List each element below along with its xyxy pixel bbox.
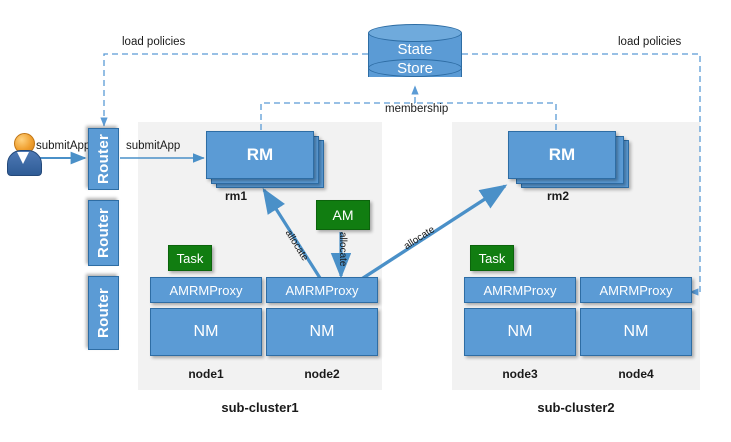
- node2-nm-box[interactable]: NM: [266, 308, 378, 356]
- node1-proxy-box[interactable]: AMRMProxy: [150, 277, 262, 303]
- state-store-line1: State: [397, 41, 433, 58]
- node2-proxy-box[interactable]: AMRMProxy: [266, 277, 378, 303]
- node4-proxy-box[interactable]: AMRMProxy: [580, 277, 692, 303]
- node4-nm-label: NM: [623, 323, 649, 340]
- node2-caption: node2: [304, 367, 340, 381]
- router-label-3: Router: [95, 287, 112, 339]
- rm2-label: RM: [548, 145, 576, 164]
- router-box-2[interactable]: Router: [88, 200, 119, 266]
- node3-task-box[interactable]: Task: [470, 245, 514, 271]
- router-label-2: Router: [95, 207, 112, 259]
- sub-cluster2-label: sub-cluster2: [537, 400, 615, 415]
- rm1-box[interactable]: RM: [206, 131, 314, 179]
- node3-caption: node3: [502, 367, 538, 381]
- node3-nm-label: NM: [507, 323, 533, 340]
- router-label-1: Router: [95, 133, 112, 185]
- node4-caption: node4: [618, 367, 654, 381]
- am-label: AM: [332, 207, 354, 223]
- router-box-1[interactable]: Router: [88, 128, 119, 190]
- node2-nm-label: NM: [309, 323, 335, 340]
- am-box[interactable]: AM: [316, 200, 370, 230]
- node1-task-label: Task: [176, 250, 204, 266]
- node1-caption: node1: [188, 367, 224, 381]
- node2-proxy-label: AMRMProxy: [285, 282, 359, 298]
- sub-cluster1-label: sub-cluster1: [221, 400, 299, 415]
- rm2-caption: rm2: [546, 189, 569, 203]
- node1-nm-box[interactable]: NM: [150, 308, 262, 356]
- rm1-label: RM: [246, 145, 274, 164]
- edge-load-policies-left: [100, 53, 368, 127]
- label-load-policies-right: load policies: [618, 36, 682, 48]
- node3-proxy-label: AMRMProxy: [483, 282, 557, 298]
- rm2-box[interactable]: RM: [508, 131, 616, 179]
- label-submitapp-actor: submitApp: [36, 140, 91, 152]
- node1-nm-label: NM: [193, 323, 219, 340]
- label-allocate-2: allocate: [337, 232, 348, 267]
- node1-task-box[interactable]: Task: [168, 245, 212, 271]
- state-store: State Store: [368, 24, 462, 86]
- label-membership: membership: [385, 103, 449, 115]
- label-load-policies-left: load policies: [122, 36, 186, 48]
- label-allocate-3: allocate: [402, 224, 437, 253]
- rm1-caption: rm1: [224, 189, 247, 203]
- label-submitapp-router: submitApp: [126, 140, 181, 152]
- node3-nm-box[interactable]: NM: [464, 308, 576, 356]
- router-box-3[interactable]: Router: [88, 276, 119, 350]
- node4-nm-box[interactable]: NM: [580, 308, 692, 356]
- user-avatar: [6, 133, 42, 176]
- node1-proxy-label: AMRMProxy: [169, 282, 243, 298]
- state-store-line2: Store: [397, 60, 433, 77]
- node3-task-label: Task: [478, 250, 506, 266]
- node4-proxy-label: AMRMProxy: [599, 282, 673, 298]
- node3-proxy-box[interactable]: AMRMProxy: [464, 277, 576, 303]
